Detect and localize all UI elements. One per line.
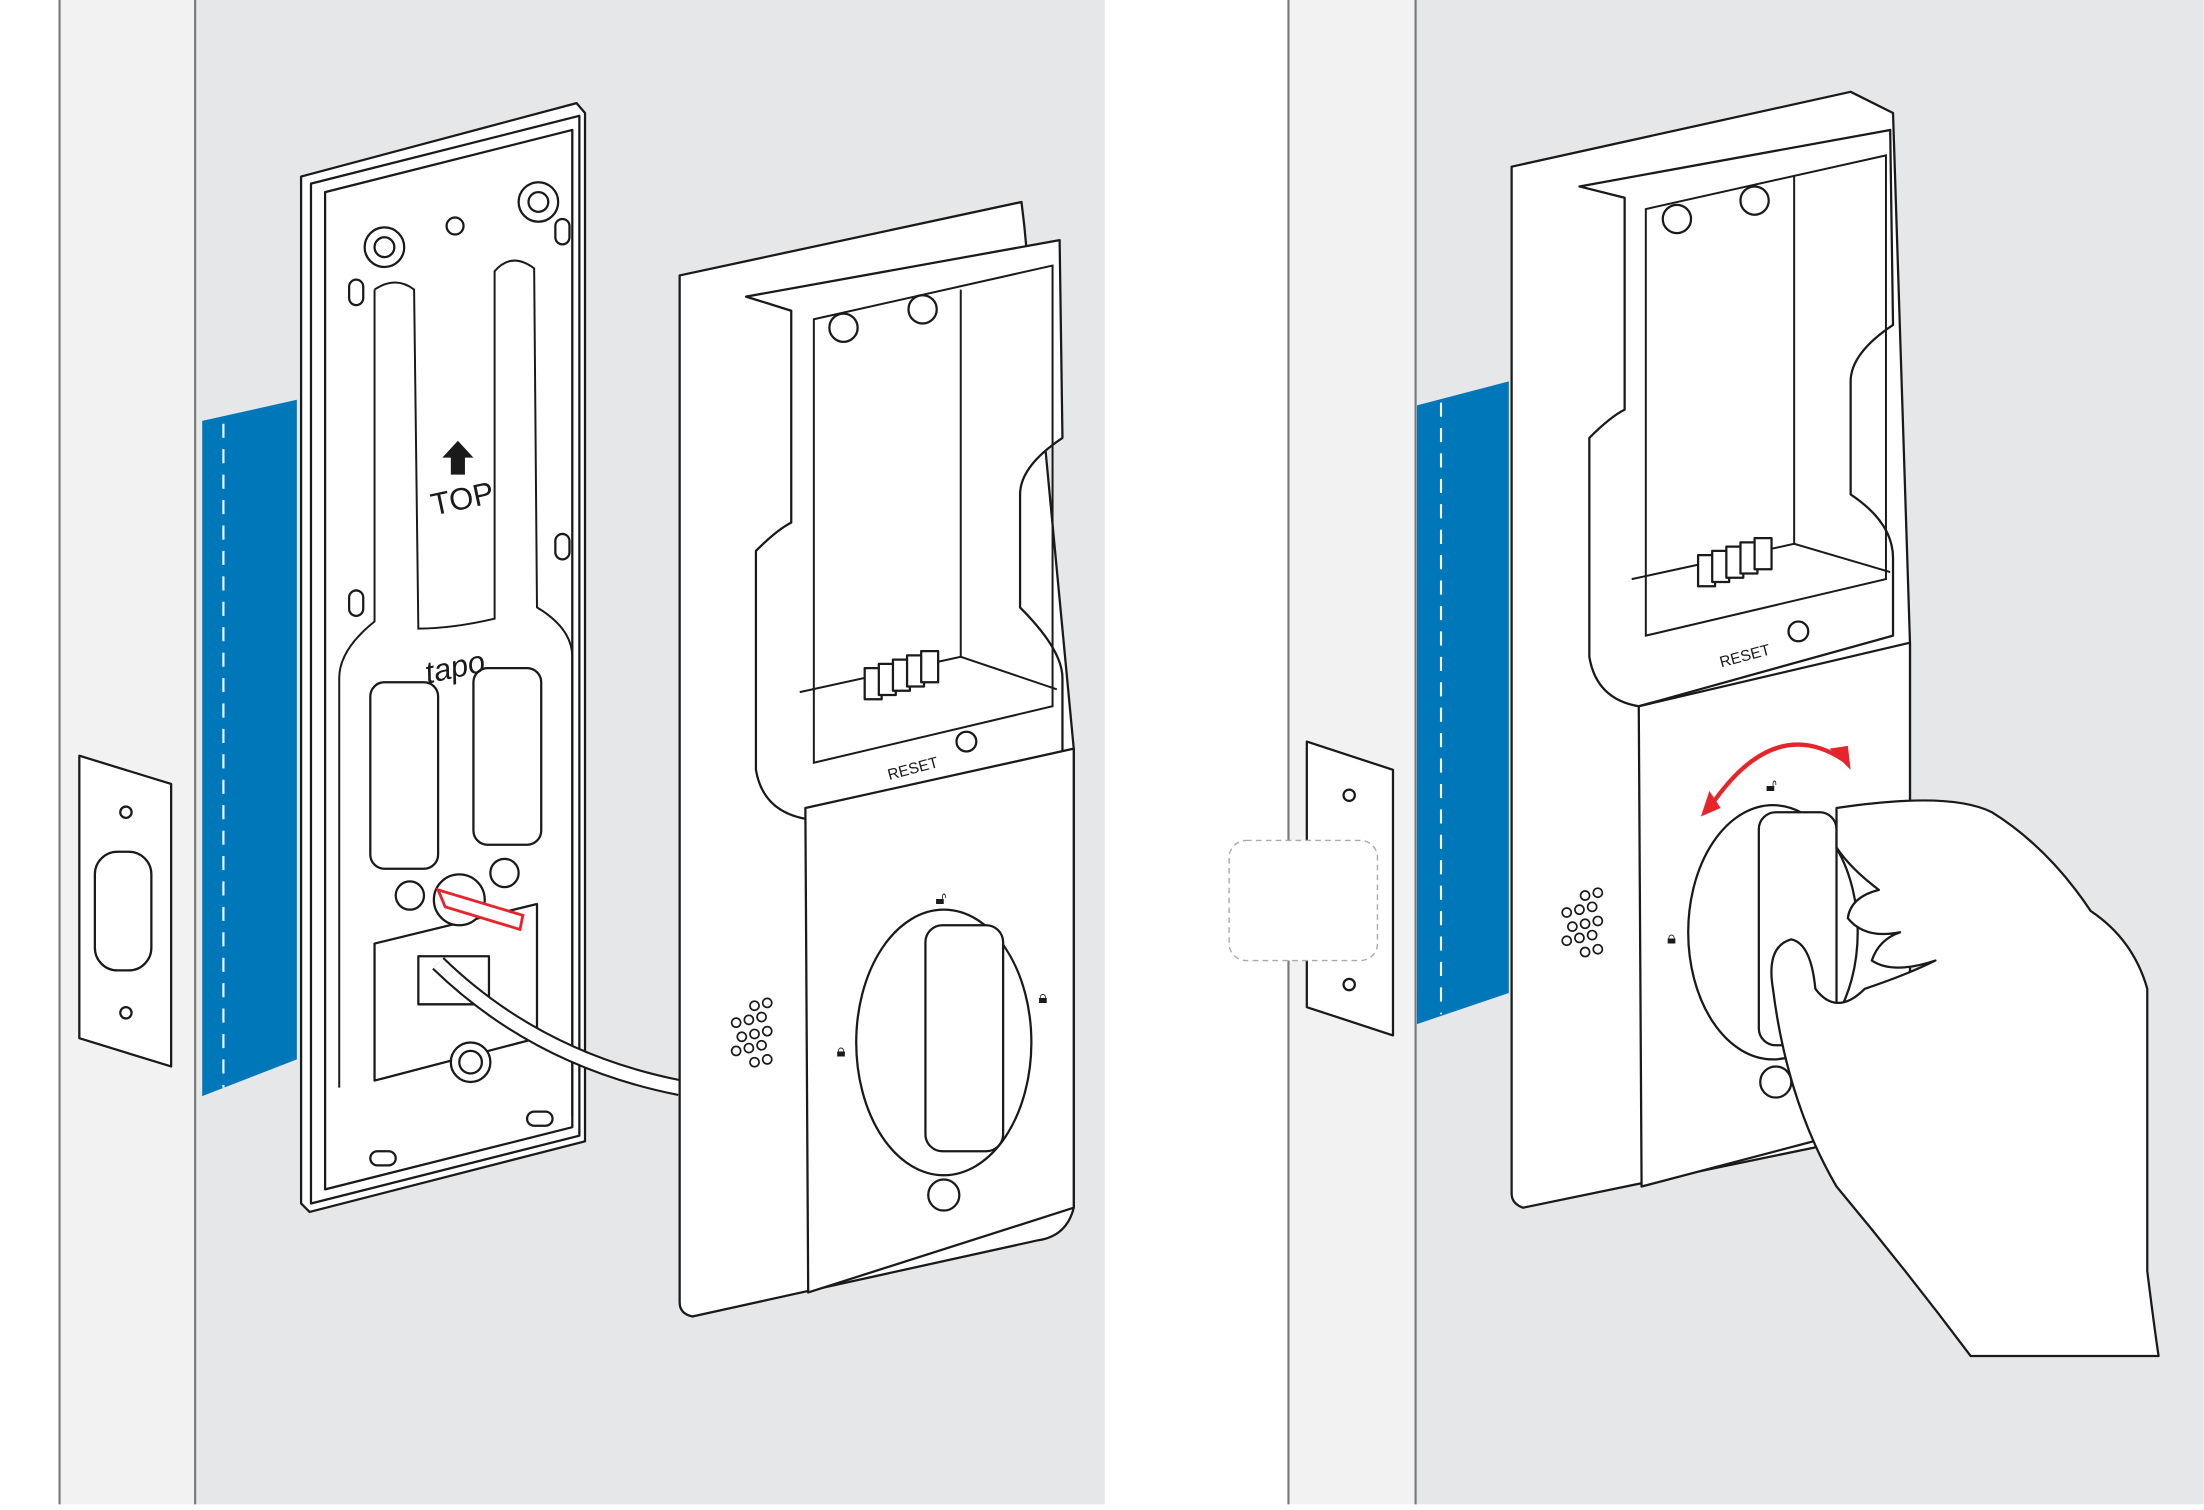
unlock-icon: 🔓︎ xyxy=(1766,776,1777,795)
lock-icon: 🔒︎ xyxy=(1038,988,1047,1007)
speaker-hole xyxy=(1574,904,1585,916)
speaker-hole xyxy=(743,1014,755,1026)
strike-plate xyxy=(78,754,173,1068)
speaker-hole xyxy=(1567,921,1578,932)
adhesive-tape xyxy=(1416,381,1509,1025)
arrow-up-icon xyxy=(442,440,474,475)
speaker-hole xyxy=(1592,915,1604,927)
speaker-hole xyxy=(1586,929,1598,941)
left-step-panel: TOP tapo RESET 🔓︎ 🔒︎ xyxy=(58,0,1105,1505)
hand-illustration xyxy=(1770,799,2160,1358)
rotate-arrow-icon xyxy=(1700,742,1851,817)
speaker-hole xyxy=(743,1042,755,1054)
connector-pins xyxy=(863,650,940,701)
lock-icon: 🔒︎ xyxy=(1667,929,1676,948)
speaker-hole xyxy=(749,1028,760,1040)
unlock-icon: 🔓︎ xyxy=(935,889,946,908)
door-edge xyxy=(59,0,196,1505)
speaker-hole xyxy=(761,1054,773,1065)
speaker-hole xyxy=(756,1039,767,1051)
speaker-hole xyxy=(1586,901,1598,913)
latch-bolt-ghost xyxy=(1228,839,1379,962)
lock-body: RESET 🔓︎ 🔒︎ xyxy=(1510,90,1912,1209)
speaker-hole xyxy=(1592,887,1604,899)
speaker-hole xyxy=(736,1031,748,1043)
speaker-hole xyxy=(1561,907,1573,918)
reset-button xyxy=(955,730,978,753)
speaker-hole xyxy=(1579,918,1591,930)
lock-icon: 🔒︎ xyxy=(836,1042,845,1061)
speaker-hole xyxy=(1579,890,1591,901)
reset-button xyxy=(1787,620,1810,643)
speaker-hole xyxy=(749,1000,760,1012)
speaker-hole xyxy=(761,1025,773,1037)
speaker-hole xyxy=(1579,946,1591,958)
tailpiece-highlight xyxy=(435,887,525,932)
speaker-hole xyxy=(1592,943,1604,955)
mounting-plate: TOP tapo xyxy=(299,101,587,1214)
speaker-grille xyxy=(1561,887,1604,958)
speaker-hole xyxy=(749,1056,760,1068)
speaker-hole xyxy=(1574,932,1585,944)
right-step-panel: RESET 🔓︎ 🔒︎ xyxy=(1228,0,2204,1505)
speaker-grille xyxy=(730,997,773,1068)
connector-pins xyxy=(1696,537,1773,588)
speaker-hole xyxy=(730,1017,742,1029)
speaker-hole xyxy=(761,997,773,1009)
speaker-hole xyxy=(730,1045,742,1057)
speaker-hole xyxy=(756,1011,767,1023)
adhesive-tape xyxy=(202,399,297,1097)
speaker-hole xyxy=(1561,935,1573,947)
lock-body: RESET 🔓︎ 🔒︎ 🔒︎ xyxy=(678,200,1075,1318)
